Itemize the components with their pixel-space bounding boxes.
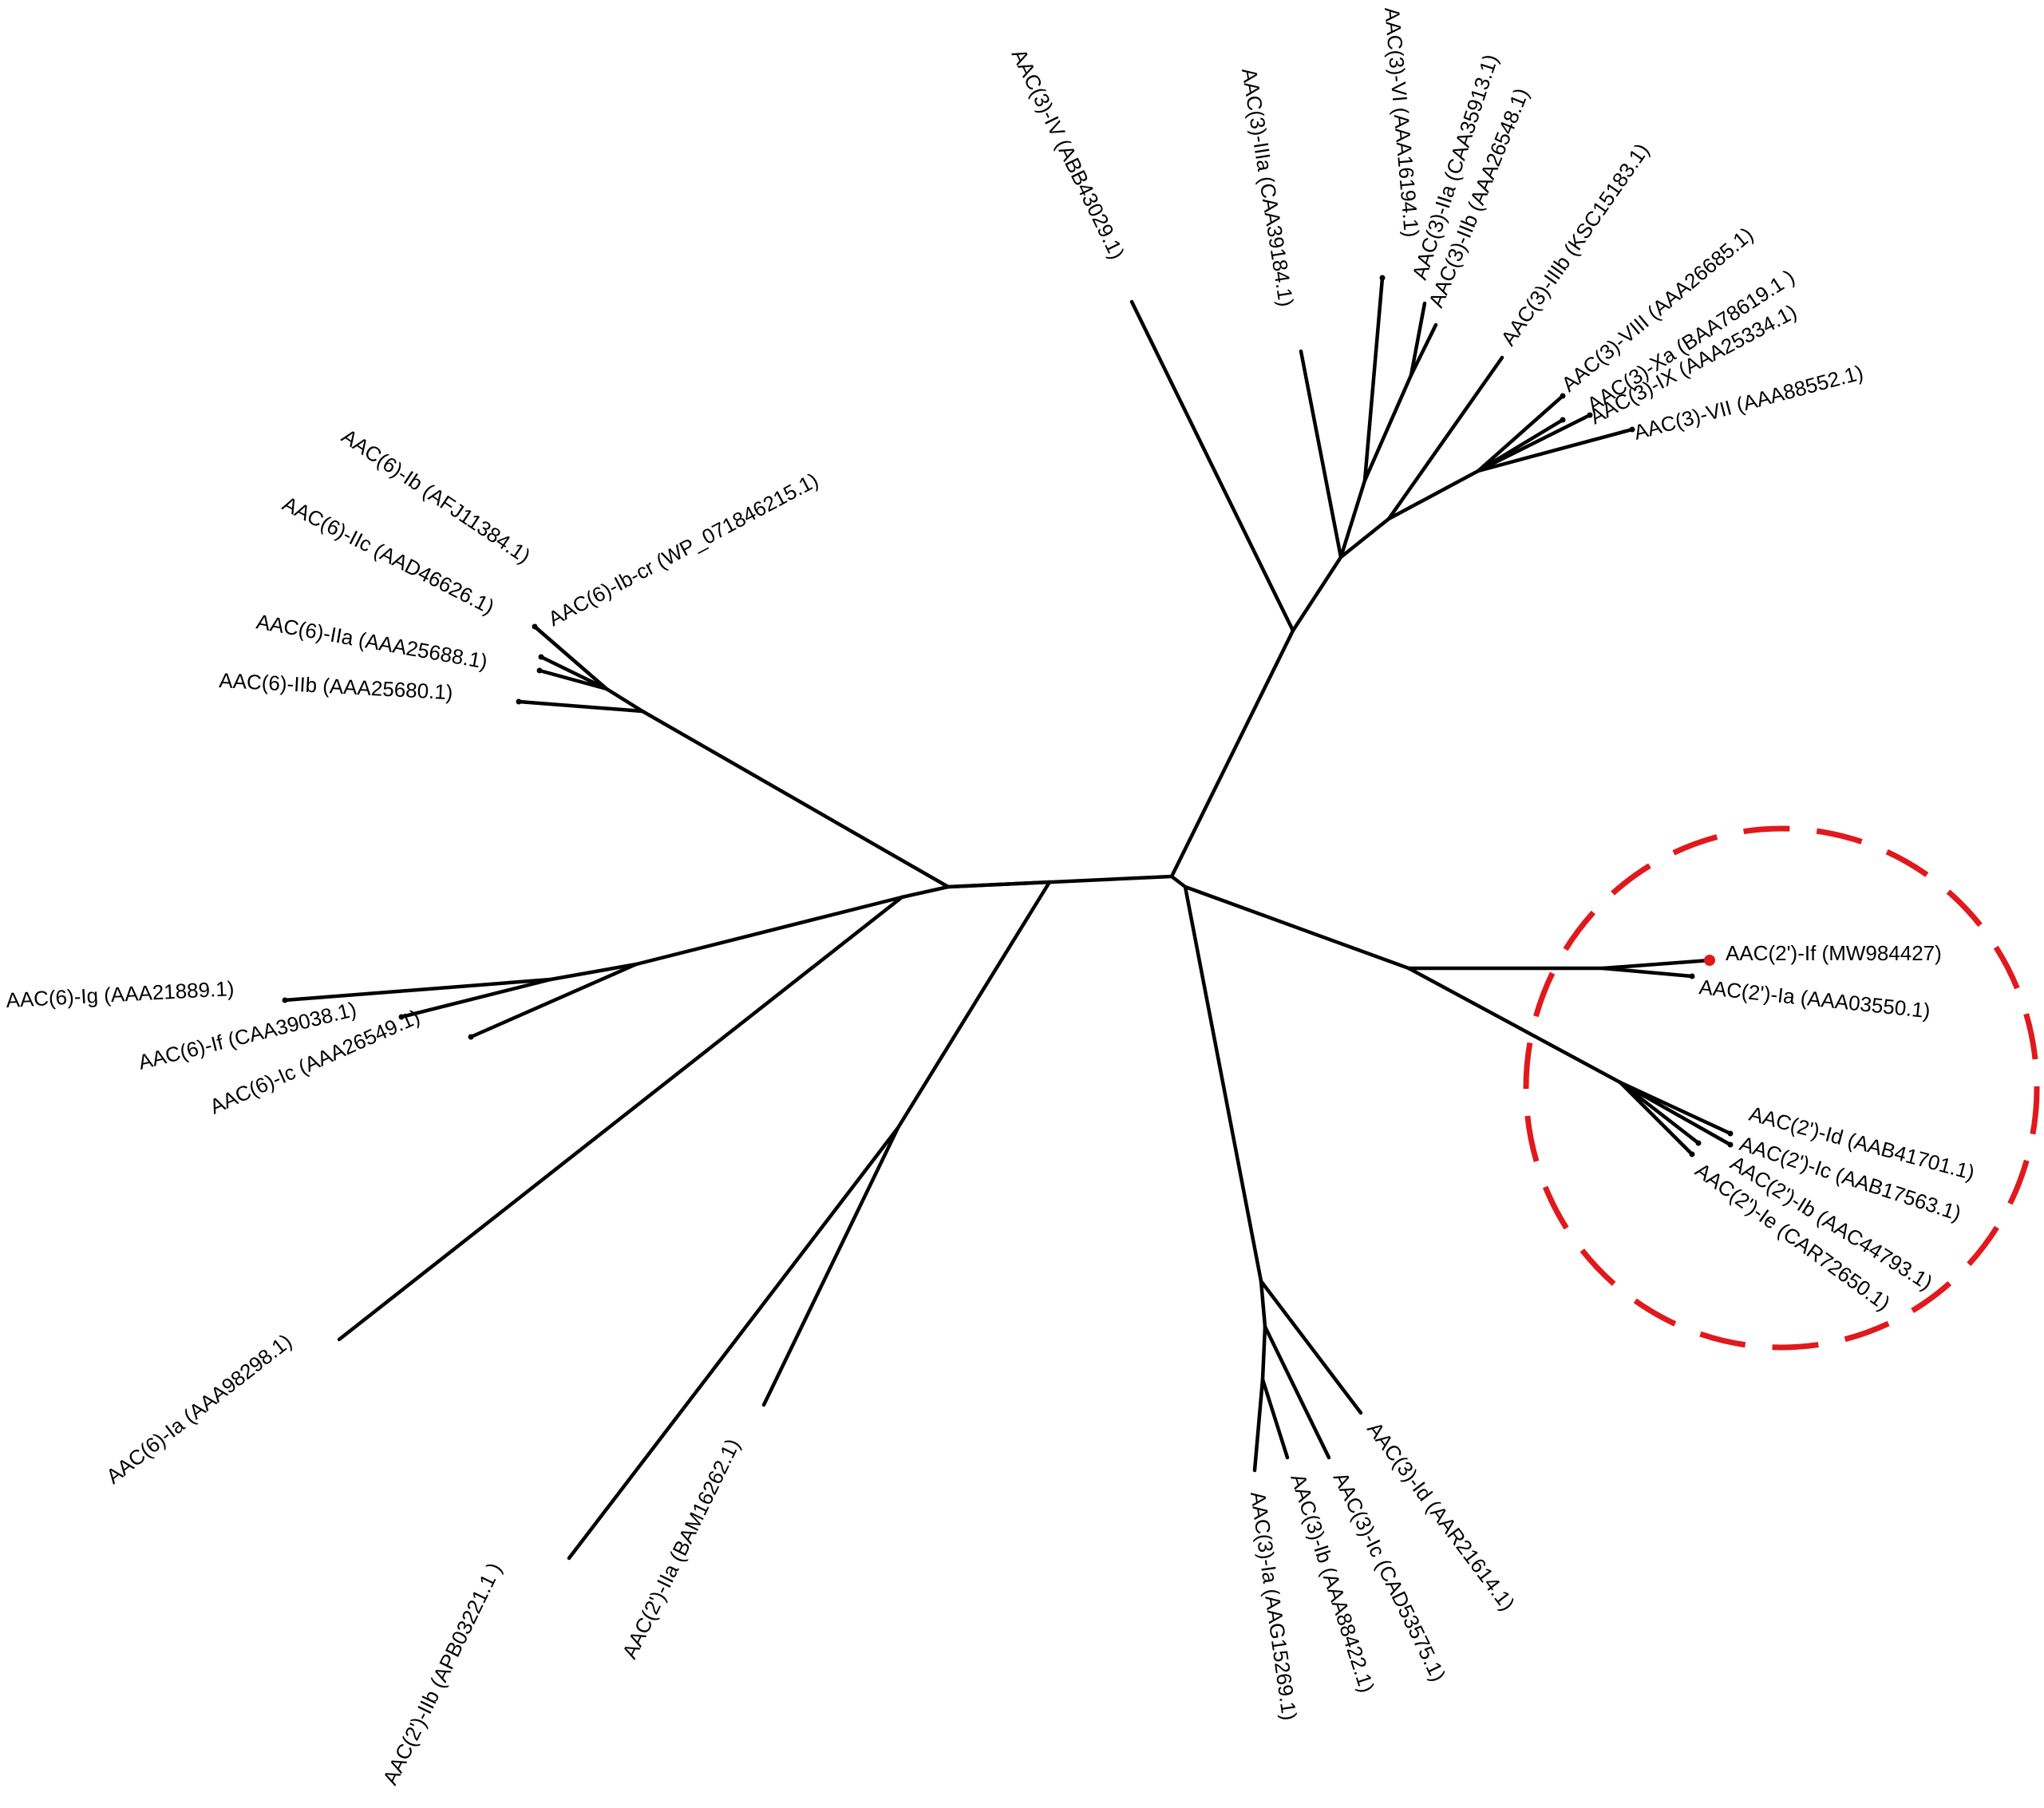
branch — [516, 699, 645, 714]
branch — [468, 962, 639, 1039]
branch — [634, 895, 904, 967]
branch — [1169, 628, 1295, 879]
branch — [640, 709, 951, 889]
branch — [532, 624, 609, 691]
tip-dot — [1695, 1140, 1702, 1146]
tip-dot — [1689, 1151, 1695, 1157]
tip-dot — [398, 1014, 405, 1020]
branch — [1476, 413, 1592, 473]
tip-label: AAC(6)-Ib-cr (WP_071846215.1) — [544, 468, 822, 631]
branch — [895, 880, 1052, 1130]
branch — [548, 962, 639, 982]
branch — [1338, 478, 1367, 560]
branch — [1600, 966, 1694, 979]
tip-dot — [1727, 1141, 1734, 1148]
branch — [283, 977, 553, 1003]
branch — [1386, 469, 1481, 521]
tip-label: AAC(6)-IIa (AAA25688.1) — [255, 609, 489, 673]
branch — [1299, 349, 1343, 560]
tip-dot — [516, 698, 522, 705]
tip-label: AAC(2')-IIb (APB03221.1 ) — [378, 1559, 506, 1789]
tip-dot — [468, 1034, 474, 1040]
branch — [1476, 394, 1565, 473]
tip-dot — [1727, 1130, 1734, 1137]
tip-label: AAC(6)-Ia (AAA98298.1) — [101, 1329, 296, 1489]
query-sequence-marker — [1704, 955, 1715, 966]
tip-dot — [1560, 417, 1566, 423]
tip-label: AAC(3)-VI (AAA16194.1) — [1380, 6, 1424, 239]
tree-branches — [283, 275, 1733, 1561]
branch — [946, 874, 1174, 889]
branch — [1338, 516, 1391, 560]
branch — [761, 1126, 900, 1407]
branch — [1183, 884, 1263, 1284]
branch — [1291, 555, 1343, 633]
branch — [1129, 299, 1295, 633]
tip-dot — [536, 667, 543, 674]
branch — [1260, 1324, 1267, 1382]
tip-labels: AAC(6)-Ib-cr (WP_071846215.1) AAC(6)-Ib … — [6, 6, 1978, 1789]
branch — [337, 895, 904, 1342]
tip-label: AAC(3)-IV (ABB43029.1) — [1007, 45, 1130, 263]
branch — [1409, 322, 1438, 378]
tip-label: AAC(2')-Ia (AAA03550.1) — [1698, 975, 1931, 1023]
branch — [1618, 1080, 1694, 1157]
branch — [1169, 874, 1188, 889]
branch — [1259, 1279, 1267, 1329]
branch — [1386, 355, 1504, 521]
branch — [537, 668, 609, 691]
branch — [399, 977, 553, 1019]
branch — [1476, 427, 1635, 473]
branch — [1600, 958, 1712, 971]
branch — [1409, 301, 1427, 378]
highlight-circle — [1523, 825, 2040, 1351]
branch — [539, 655, 609, 691]
tip-dot — [538, 654, 544, 660]
branch — [1406, 966, 1623, 1085]
branch — [1263, 1324, 1331, 1460]
tip-markers — [282, 275, 1734, 1157]
branch — [604, 686, 645, 714]
branch — [1618, 1080, 1701, 1145]
tip-dot — [1379, 275, 1386, 281]
branch — [1259, 1279, 1363, 1415]
tip-label: AAC(3)-Ia (AAG15269.1) — [1246, 1490, 1302, 1722]
tip-label: AAC(2')-If (MW984427) — [1726, 941, 1942, 965]
branch — [1260, 1377, 1290, 1460]
tip-dot — [532, 623, 538, 630]
tip-label: AAC(6)-Ig (AAA21889.1) — [6, 976, 235, 1012]
tip-dot — [282, 997, 288, 1003]
tip-label: AAC(6)-IIb (AAA25680.1) — [219, 668, 454, 704]
branch — [1252, 1377, 1265, 1473]
tip-label: AAC(3)-IIIa (CAA39184.1) — [1237, 66, 1299, 308]
branch — [567, 1126, 900, 1561]
branch — [1362, 275, 1385, 483]
branch — [1618, 1080, 1733, 1147]
tip-dot — [1560, 393, 1566, 399]
branch — [1183, 884, 1411, 971]
branch — [1362, 373, 1413, 483]
branch — [899, 884, 951, 900]
tip-dot — [1689, 973, 1695, 979]
tip-dot — [1629, 426, 1635, 433]
tip-dot — [1587, 412, 1593, 418]
